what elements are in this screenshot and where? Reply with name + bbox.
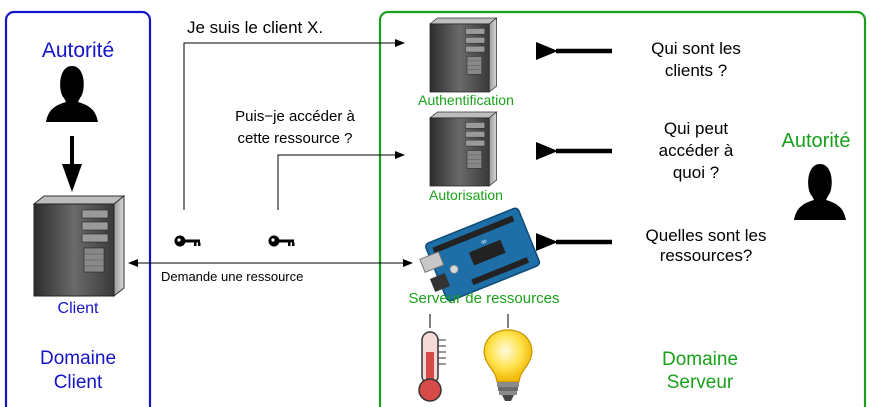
client-domain-frame bbox=[4, 10, 152, 407]
access-question-line2: cette ressource ? bbox=[237, 130, 353, 147]
server-domain-frame bbox=[378, 10, 867, 407]
client-authority-label: Autorité bbox=[41, 39, 115, 62]
thermometer-icon bbox=[418, 331, 446, 402]
client-label: Client bbox=[57, 300, 99, 317]
authentication-label: Authentification bbox=[418, 92, 514, 108]
client-domain-label-line1: Domaine bbox=[39, 348, 117, 369]
request-resource-message: Demande une ressource bbox=[161, 269, 304, 284]
arduino-board-icon: ∞ bbox=[419, 207, 541, 302]
access-question-text-line2: accéder à bbox=[658, 141, 734, 160]
authentication-server-tower-icon bbox=[429, 17, 497, 93]
client-domain-label-line2: Client bbox=[53, 372, 103, 393]
resources-question-line2: ressources? bbox=[659, 246, 753, 265]
access-question: Qui peut accéder à quoi ? bbox=[626, 118, 766, 184]
resource-server-label: Serveur de ressources bbox=[408, 290, 560, 307]
authorization-server-tower-icon bbox=[429, 111, 497, 187]
clients-question-line2: clients ? bbox=[664, 61, 728, 80]
server-domain-label-line1: Domaine bbox=[661, 349, 739, 370]
access-question-message: Puis−je accéder à cette ressource ? bbox=[200, 106, 390, 150]
server-domain-label-line2: Serveur bbox=[666, 372, 734, 393]
authorization-label: Autorisation bbox=[429, 187, 503, 203]
access-question-arrow bbox=[277, 151, 405, 210]
light-bulb-icon bbox=[483, 329, 533, 401]
client-authority-user-icon bbox=[46, 66, 98, 122]
clients-question: Qui sont les clients ? bbox=[616, 38, 776, 82]
client-domain-label: Domaine Client bbox=[10, 347, 146, 395]
server-authority-user-icon bbox=[794, 164, 846, 220]
client-server-tower-icon bbox=[33, 195, 125, 297]
server-authority-label: Autorité bbox=[781, 130, 851, 152]
access-question-line1: Puis−je accéder à bbox=[235, 108, 355, 125]
access-question-text-line1: Qui peut bbox=[663, 119, 729, 138]
client-key-icon bbox=[174, 235, 201, 247]
clients-question-line1: Qui sont les bbox=[651, 39, 741, 58]
access-key-icon bbox=[268, 235, 295, 247]
svg-text:∞: ∞ bbox=[479, 236, 489, 247]
access-question-text-line3: quoi ? bbox=[672, 163, 720, 182]
resources-question-line1: Quelles sont les bbox=[645, 226, 767, 245]
identify-client-arrow bbox=[183, 39, 405, 210]
resources-question: Quelles sont les ressources? bbox=[616, 226, 796, 266]
server-domain-label: Domaine Serveur bbox=[640, 348, 760, 394]
identify-client-message: Je suis le client X. bbox=[187, 18, 324, 37]
